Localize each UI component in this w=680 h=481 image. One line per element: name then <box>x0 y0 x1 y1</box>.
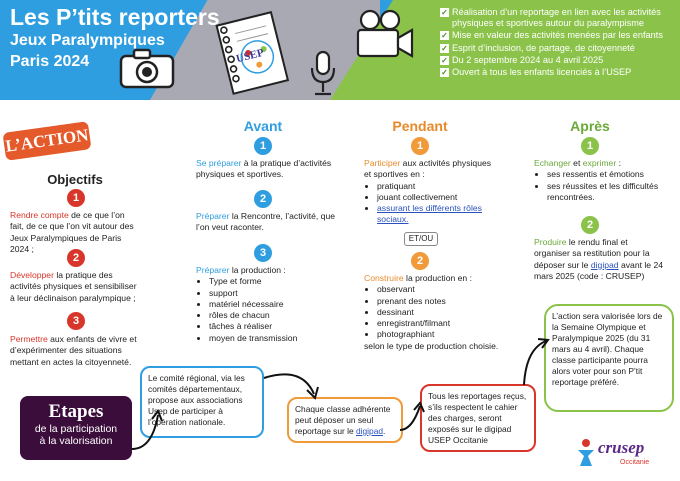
video-camera-icon <box>356 9 414 58</box>
list-item: ses ressentis et émotions <box>547 169 674 180</box>
apres-text-1: Echanger et exprimer : ses ressentis et … <box>534 158 674 203</box>
header-checklist: ✓Réalisation d’un reportage en lien avec… <box>440 7 676 79</box>
pendant-number: 1 <box>411 137 429 155</box>
poster-subtitle-1: Jeux Paralympiques <box>10 32 165 49</box>
list-item: tâches à réaliser <box>209 321 336 332</box>
checklist-item: ✓Ouvert à tous les enfants licenciés à l… <box>440 67 632 78</box>
poster-subtitle-2: Paris 2024 <box>10 53 90 70</box>
step-box-4: L’action sera valorisée lors de la Semai… <box>544 304 674 412</box>
etapes-title: Etapes <box>48 401 104 422</box>
pendant-title: Pendant <box>392 118 448 134</box>
list-item: Type et forme <box>209 276 336 287</box>
check-icon: ✓ <box>440 43 449 53</box>
pendant-text-1: Participer aux activités physiques et sp… <box>364 158 500 226</box>
list-item: support <box>209 288 336 299</box>
avant-title: Avant <box>243 118 283 134</box>
digipad-link[interactable]: digipad <box>590 259 619 270</box>
checklist-item: ✓Du 2 septembre 2024 au 4 avril 2025 <box>440 54 604 65</box>
list-item: observant <box>377 284 500 295</box>
checklist-item: ✓Mise en valeur des activités menées par… <box>440 30 663 41</box>
camera-icon <box>119 48 175 89</box>
list-item: jouant collectivement <box>377 192 500 203</box>
roles-link[interactable]: assurant les différents rôles sociaux. <box>377 203 482 225</box>
objectif-text-3: Permettre aux enfants de vivre et d’expé… <box>10 334 137 367</box>
et-ou-badge: ET/OU <box>404 232 438 246</box>
pendant-number: 2 <box>411 252 429 270</box>
list-item: prenant des notes <box>377 296 500 307</box>
avant-number: 1 <box>254 137 272 155</box>
etapes-line-2: à la valorisation <box>39 435 113 447</box>
etapes-line-1: de la participation <box>34 423 118 435</box>
avant-text-2: Préparer la Rencontre, l’activité, que l… <box>196 211 336 233</box>
crusep-logo: crusep Occitanie <box>574 436 674 476</box>
step-box-2: Chaque classe adhérente peut déposer un … <box>287 397 403 443</box>
poster-title: Les P’tits reporters <box>10 4 220 30</box>
digipad-link[interactable]: digipad <box>356 426 384 436</box>
list-item: enregistrant/filmant <box>377 318 500 329</box>
objectif-number: 3 <box>67 312 85 330</box>
apres-text-2: Produire le rendu final et organiser sa … <box>534 237 664 281</box>
list-item: matériel nécessaire <box>209 299 336 310</box>
avant-number: 2 <box>254 190 272 208</box>
check-icon: ✓ <box>440 55 449 65</box>
arrow-icon <box>523 338 550 386</box>
objectif-number: 2 <box>67 249 85 267</box>
check-icon: ✓ <box>440 31 449 41</box>
arrow-icon <box>399 401 425 431</box>
list-item: ses réussites et les difficultés rencont… <box>547 181 674 204</box>
arrow-icon <box>131 408 163 450</box>
pendant-text-2: Construire la production en : observant … <box>364 273 500 352</box>
list-item: moyen de transmission <box>209 333 336 344</box>
logo-figure-icon <box>578 439 594 466</box>
list-item: assurant les différents rôles sociaux. <box>377 203 500 226</box>
logo-text: crusep <box>598 438 645 457</box>
checklist-item: ✓Réalisation d’un reportage en lien avec… <box>440 7 661 29</box>
objectif-text-1: Rendre compte de ce que l’on fait, de ce… <box>10 210 134 254</box>
apres-title: Après <box>570 118 610 134</box>
step-box-3: Tous les reportages reçus, s’ils respect… <box>420 384 536 452</box>
apres-number: 2 <box>581 216 599 234</box>
list-item: dessinant <box>377 307 500 318</box>
avant-text-3: Préparer la production : Type et forme s… <box>196 265 336 344</box>
etapes-block: Etapes de la participation à la valorisa… <box>20 396 132 460</box>
apres-number: 1 <box>581 137 599 155</box>
microphone-icon <box>310 50 336 96</box>
check-icon: ✓ <box>440 68 449 78</box>
objectifs-title: Objectifs <box>47 172 103 187</box>
action-banner: L’ACTION <box>2 121 92 161</box>
arrow-icon <box>263 373 319 400</box>
avant-number: 3 <box>254 244 272 262</box>
list-item: rôles de chacun <box>209 310 336 321</box>
checklist-item: ✓Esprit d’inclusion, de partage, de cito… <box>440 42 635 53</box>
objectif-number: 1 <box>67 189 85 207</box>
check-icon: ✓ <box>440 8 449 17</box>
list-item: pratiquant <box>377 181 500 192</box>
objectif-text-2: Développer la pratique des activités phy… <box>10 270 137 303</box>
notebook-icon <box>215 11 290 95</box>
avant-text-1: Se préparer à la pratique d’activités ph… <box>196 158 332 180</box>
list-item: photographiant <box>377 329 500 340</box>
logo-subtext: Occitanie <box>620 459 650 466</box>
step-box-1: Le comité régional, via les comités dépa… <box>140 366 264 438</box>
